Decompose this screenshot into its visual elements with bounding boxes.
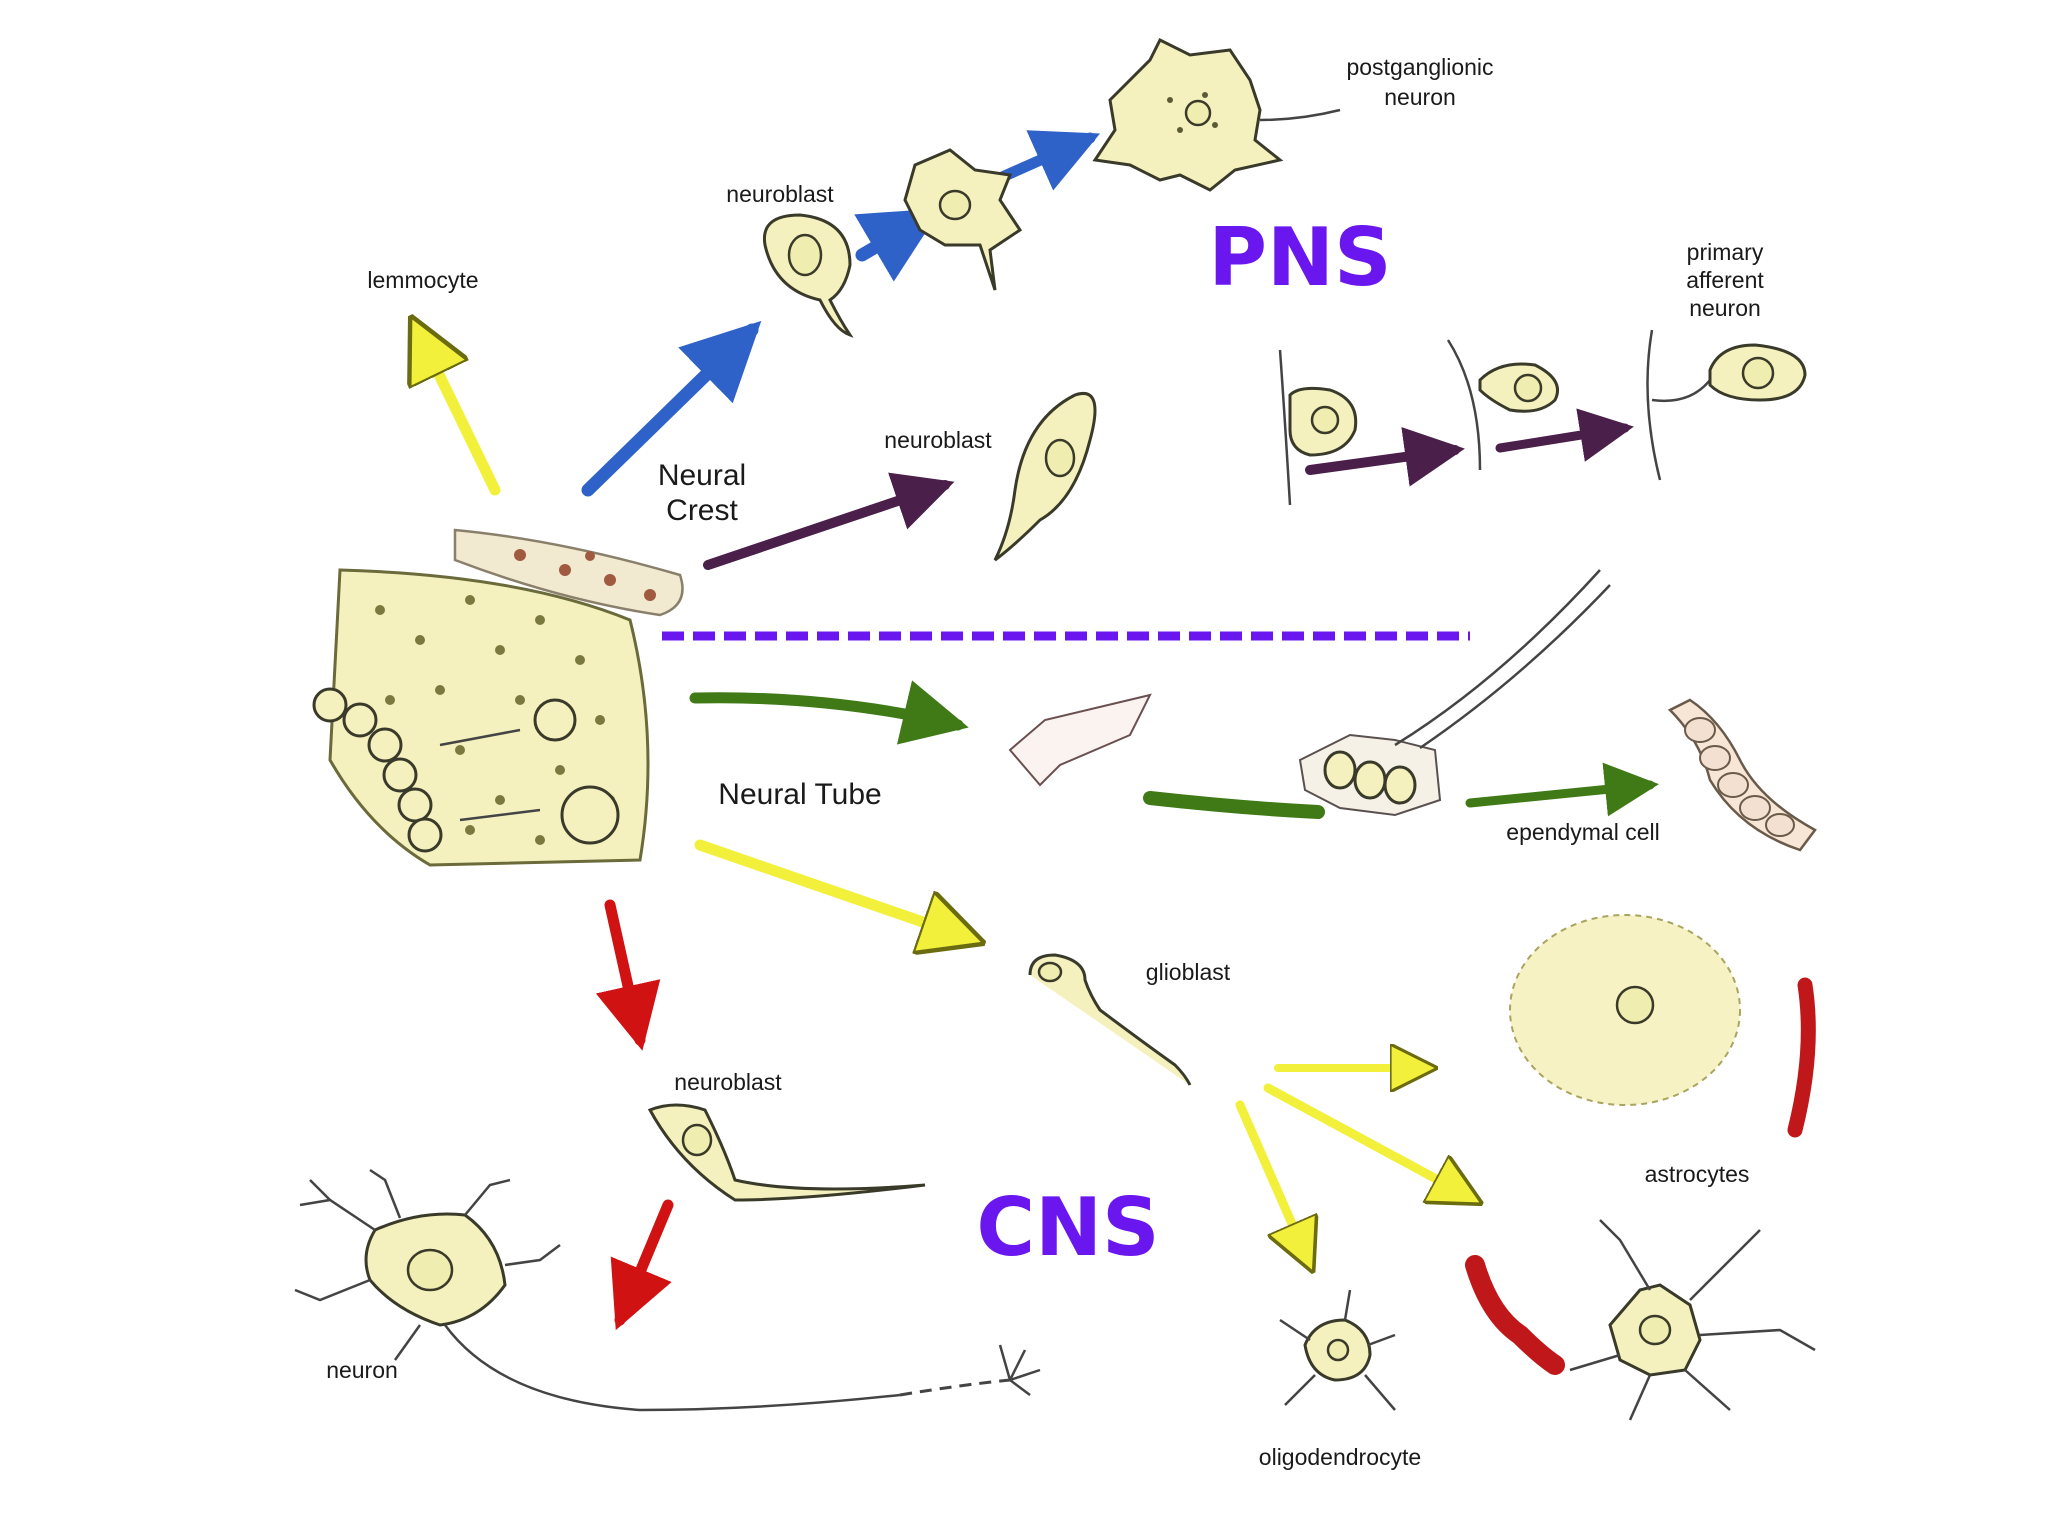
neuroblast-mid-label: neuroblast xyxy=(884,427,992,453)
ependymal-progression-cells xyxy=(1008,569,1817,852)
oligodendrocyte-label: oligodendrocyte xyxy=(1259,1444,1421,1470)
astrocyte-fibrous-cell xyxy=(1465,1219,1816,1421)
neural-tube-label: Neural Tube xyxy=(718,778,881,811)
arrow-afferent-2 xyxy=(1495,408,1634,462)
arrow-neuroblast-blue-2 xyxy=(994,130,1101,191)
neuron-label: neuron xyxy=(326,1357,398,1383)
glioblast-label: glioblast xyxy=(1146,959,1231,985)
arrow-to-neuroblast-mid xyxy=(703,472,955,570)
cns-title: CNS xyxy=(976,1181,1159,1274)
postganglionic-neuron-cell xyxy=(1092,37,1341,192)
arrow-to-glioblast xyxy=(694,839,975,940)
neuroblast-low-label: neuroblast xyxy=(674,1069,782,1095)
arrows xyxy=(415,130,1659,1331)
neuroblast-low-cell xyxy=(647,1103,926,1202)
neural-crest-cells xyxy=(453,528,684,617)
lemmocyte-label: lemmocyte xyxy=(367,267,478,293)
arrow-glia-2 xyxy=(1263,1083,1475,1200)
arrow-to-neuroblast-top xyxy=(581,320,762,497)
neuron-cell xyxy=(294,1168,1041,1412)
neuroblast-mid-cell xyxy=(993,392,1097,562)
arrow-to-ependymal xyxy=(1465,762,1659,817)
pns-title: PNS xyxy=(1208,211,1391,304)
arrow-to-lemmocyte xyxy=(415,325,501,496)
glioblast-cell xyxy=(1028,953,1192,1086)
neuroblast-top-label: neuroblast xyxy=(726,181,834,207)
arrow-green-2 xyxy=(1143,791,1325,819)
arrow-green-1 xyxy=(689,680,969,745)
neural-tube-illustration xyxy=(312,568,650,867)
astrocyte-protoplasmic-cell xyxy=(1509,914,1816,1138)
arrow-to-oligodendrocyte xyxy=(1235,1100,1310,1265)
arrow-red-2 xyxy=(610,1199,674,1331)
astrocytes-label: astrocytes xyxy=(1645,1161,1750,1187)
primary-afferent-neuron-cells xyxy=(1278,329,1807,506)
arrow-red-1 xyxy=(595,899,661,1051)
ependymal-label: ependymal cell xyxy=(1506,819,1659,845)
oligodendrocyte-cell xyxy=(1279,1289,1396,1411)
arrow-afferent-1 xyxy=(1305,427,1465,487)
neuroblast-top-cells xyxy=(762,148,1023,338)
